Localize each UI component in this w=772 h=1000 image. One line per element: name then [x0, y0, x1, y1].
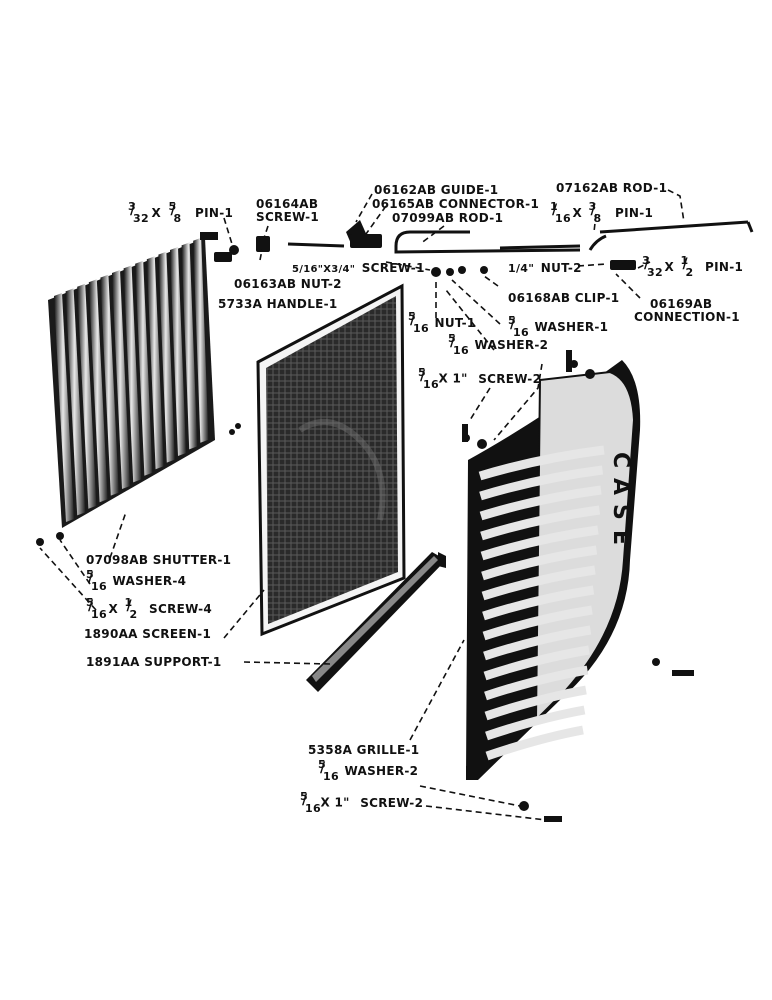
grille-bar — [481, 545, 598, 581]
grille-bar — [480, 525, 599, 561]
label-washer-4: 5/16 WASHER-4 — [86, 568, 187, 593]
grille-bar — [482, 585, 595, 621]
label-connection-number: 06169AB — [650, 297, 713, 311]
shutter-slat — [135, 260, 153, 476]
leader-lines — [39, 189, 685, 821]
label-screw-06164-number: 06164AB — [256, 197, 319, 211]
label-washer-4-text: WASHER-4 — [112, 573, 187, 588]
label-washer-2-top: 5/16 WASHER-2 — [448, 332, 549, 357]
shutter-slat — [123, 265, 142, 483]
grille-emblem-letter: A — [608, 478, 633, 495]
label-pin-top-left-text: PIN-1 — [195, 205, 234, 220]
grille-emblem-letter: S — [608, 504, 633, 520]
shutter-slat — [170, 247, 186, 456]
label-shutter: 07098AB SHUTTER-1 — [86, 553, 232, 567]
grille-bar — [485, 705, 586, 741]
shutter-slat — [88, 279, 108, 503]
label-support: 1891AA SUPPORT-1 — [86, 655, 222, 669]
label-grille: 5358A GRILLE-1 — [308, 743, 420, 757]
label-screw-mid-text: SCREW-1 — [361, 261, 425, 275]
label-pin-far-right-text: PIN-1 — [705, 259, 744, 274]
label-pin-far-right: 3/32 X 1/2 PIN-1 — [642, 254, 744, 279]
grille-bar — [483, 625, 592, 661]
shutter-drawing — [48, 232, 218, 528]
grille-bar — [483, 645, 590, 681]
label-washer-1-text: WASHER-1 — [534, 319, 609, 334]
grille-bar — [478, 445, 605, 481]
shutter-slat — [112, 270, 130, 489]
label-screw-2-bottom: 5/16 X 1" SCREW-2 — [300, 790, 424, 815]
label-screw-4: 5/16 X 1/2 SCREW-4 — [86, 596, 213, 621]
grille-bar — [479, 465, 604, 501]
label-rod-07099: 07099AB ROD-1 — [392, 211, 504, 225]
label-pin-top-left: 3/32 X 5/8 PIN-1 — [128, 200, 234, 225]
grille-bar — [480, 505, 601, 541]
label-screw-4-text: SCREW-4 — [149, 601, 213, 616]
label-nut-2-text: NUT-2 — [540, 261, 582, 275]
label-screw-mid: 5/16"X3/4" SCREW-1 — [292, 261, 425, 276]
label-connector: 06165AB CONNECTOR-1 — [372, 197, 540, 211]
shutter-slat — [193, 237, 209, 443]
shutter-slat — [146, 256, 164, 470]
label-pin-right: 1/16 X 3/8 PIN-1 — [550, 200, 654, 225]
grille-bar — [481, 565, 596, 601]
label-handle: 5733A HANDLE-1 — [218, 297, 338, 311]
label-nut-06163: 06163AB NUT-2 — [234, 277, 342, 291]
label-washer-2-bottom-text: WASHER-2 — [344, 763, 419, 778]
label-connection: 06169AB CONNECTION-1 — [634, 297, 740, 324]
shutter-slat — [181, 242, 198, 450]
grille-bar — [482, 605, 593, 641]
label-guide: 06162AB GUIDE-1 — [374, 183, 499, 197]
label-screw-2-top-text: SCREW-2 — [478, 371, 542, 386]
label-washer-1: 5/16 WASHER-1 — [508, 314, 609, 339]
grille-bar — [484, 665, 589, 701]
label-screen: 1890AA SCREEN-1 — [84, 627, 212, 641]
label-screw-2-bottom-text: SCREW-2 — [360, 795, 424, 810]
label-washer-2-bottom: 5/16 WASHER-2 — [318, 758, 419, 783]
label-screw-06164: 06164AB SCREW-1 — [256, 198, 319, 224]
label-nut-1-text: NUT-1 — [434, 315, 476, 330]
linkage-drawing — [287, 220, 754, 254]
label-pin-right-text: PIN-1 — [615, 205, 654, 220]
support-drawing — [306, 552, 446, 692]
grille-bar — [479, 485, 602, 521]
label-nut-1: 5/16 NUT-1 — [408, 310, 476, 335]
label-nut-2: 1/4" NUT-2 — [508, 261, 582, 276]
grille-emblem-letter: C — [608, 452, 633, 468]
grille-bar — [484, 685, 587, 721]
shutter-slat — [100, 274, 119, 496]
shutter-slat — [158, 251, 175, 463]
grille-emblem-letter: E — [608, 530, 633, 545]
shutter-slat — [65, 288, 86, 516]
shutter-slat — [77, 283, 97, 509]
label-rod-07162: 07162AB ROD-1 — [556, 181, 668, 195]
label-washer-2-top-text: WASHER-2 — [474, 337, 549, 352]
label-screw-06164-name: SCREW-1 — [256, 210, 320, 224]
hardware-parts — [36, 220, 694, 822]
grille-bar — [485, 725, 584, 761]
shutter-slat — [54, 293, 74, 522]
label-clip: 06168AB CLIP-1 — [508, 291, 620, 305]
label-screw-2-top: 5/16 X 1" SCREW-2 — [418, 366, 542, 391]
screen-drawing — [256, 283, 406, 637]
label-connection-name: CONNECTION-1 — [634, 310, 740, 324]
